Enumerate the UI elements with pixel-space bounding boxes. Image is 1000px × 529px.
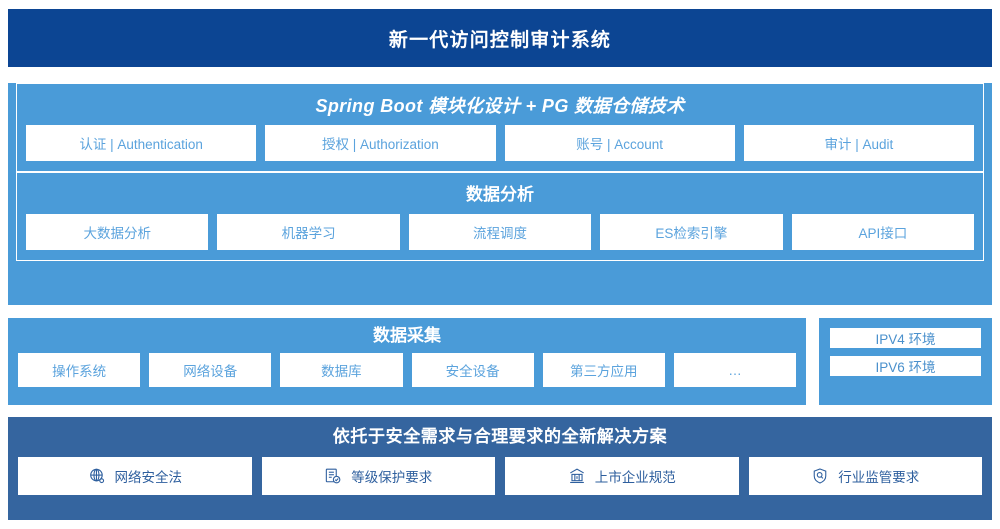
compliance-card-industry-supervision[interactable]: 行业监管要求 <box>748 457 982 495</box>
analysis-card-label: ES检索引擎 <box>655 226 728 241</box>
collection-card-label: 数据库 <box>321 364 362 379</box>
module-card-label: 授权 | Authorization <box>321 137 439 152</box>
collection-card-operating-system[interactable]: 操作系统 <box>18 353 141 387</box>
data-collection-panel: 数据采集 操作系统 网络设备 数据库 安全设备 第三方应用 … <box>8 318 806 405</box>
solution-title: 依托于安全需求与合理要求的全新解决方案 <box>332 427 668 446</box>
analysis-card-process-scheduling[interactable]: 流程调度 <box>408 214 592 250</box>
spring-boot-group: Spring Boot 模块化设计 + PG 数据仓储技术 认证 | Authe… <box>16 83 984 172</box>
collection-card-third-party-app[interactable]: 第三方应用 <box>542 353 665 387</box>
page-header: 新一代访问控制审计系统 <box>8 9 992 67</box>
compliance-card-label: 网络安全法 <box>114 470 183 485</box>
analysis-card-bigdata[interactable]: 大数据分析 <box>26 214 209 250</box>
environment-card-label: IPV6 环境 <box>875 360 936 375</box>
analysis-card-es-search-engine[interactable]: ES检索引擎 <box>600 214 783 250</box>
page-title: 新一代访问控制审计系统 <box>388 29 612 51</box>
data-analysis-group-title: 数据分析 <box>466 185 534 204</box>
solution-item-row: 网络安全法 等级保护要求 <box>8 457 992 495</box>
analysis-card-machine-learning[interactable]: 机器学习 <box>217 214 400 250</box>
compliance-card-listed-company-standard[interactable]: 上市企业规范 <box>505 457 739 495</box>
collection-card-more[interactable]: … <box>673 353 797 387</box>
analysis-card-label: 机器学习 <box>281 226 336 241</box>
compliance-card-classified-protection[interactable]: 等级保护要求 <box>261 457 495 495</box>
module-card-authentication[interactable]: 认证 | Authentication <box>26 125 257 161</box>
module-card-audit[interactable]: 审计 | Audit <box>743 125 974 161</box>
compliance-card-label: 行业监管要求 <box>838 470 920 485</box>
globe-icon <box>88 467 106 485</box>
data-collection-item-row: 操作系统 网络设备 数据库 安全设备 第三方应用 … <box>18 353 797 387</box>
ip-environment-panel: IPV4 环境 IPV6 环境 <box>819 318 992 405</box>
collection-card-label: 操作系统 <box>52 364 107 379</box>
module-card-label: 认证 | Authentication <box>79 137 203 152</box>
compliance-card-label: 等级保护要求 <box>351 470 433 485</box>
shield-search-icon <box>811 467 829 485</box>
data-analysis-item-row: 大数据分析 机器学习 流程调度 ES检索引擎 API接口 <box>26 214 975 250</box>
spring-boot-item-row: 认证 | Authentication 授权 | Authorization 账… <box>26 125 974 161</box>
spring-boot-group-title: Spring Boot 模块化设计 + PG 数据仓储技术 <box>315 96 685 116</box>
analysis-card-label: 大数据分析 <box>83 226 151 241</box>
analysis-card-label: 流程调度 <box>473 226 528 241</box>
architecture-panel: Spring Boot 模块化设计 + PG 数据仓储技术 认证 | Authe… <box>8 83 992 305</box>
module-card-label: 账号 | Account <box>576 137 664 152</box>
collection-card-network-device[interactable]: 网络设备 <box>149 353 272 387</box>
data-analysis-group: 数据分析 大数据分析 机器学习 流程调度 ES检索引擎 API接口 <box>16 172 984 261</box>
compliance-card-label: 上市企业规范 <box>594 470 676 485</box>
collection-card-label: 安全设备 <box>445 364 500 379</box>
collection-card-database[interactable]: 数据库 <box>280 353 403 387</box>
module-card-label: 审计 | Audit <box>824 137 894 152</box>
environment-card-ipv6[interactable]: IPV6 环境 <box>830 356 981 376</box>
compliance-card-cybersecurity-law[interactable]: 网络安全法 <box>18 457 252 495</box>
collection-card-label: … <box>728 362 742 378</box>
data-collection-group: 数据采集 操作系统 网络设备 数据库 安全设备 第三方应用 … <box>8 318 806 397</box>
module-card-account[interactable]: 账号 | Account <box>504 125 735 161</box>
collection-card-label: 网络设备 <box>183 364 238 379</box>
collection-card-label: 第三方应用 <box>570 364 638 379</box>
bank-building-icon <box>568 467 586 485</box>
data-collection-title: 数据采集 <box>373 326 441 345</box>
ip-environment-stack: IPV4 环境 IPV6 环境 <box>819 318 992 386</box>
environment-card-ipv4[interactable]: IPV4 环境 <box>830 328 981 348</box>
environment-card-label: IPV4 环境 <box>875 332 936 347</box>
solution-panel: 依托于安全需求与合理要求的全新解决方案 网络安全法 <box>8 417 992 520</box>
document-check-icon <box>324 467 342 485</box>
analysis-card-api-interface[interactable]: API接口 <box>791 214 975 250</box>
module-card-authorization[interactable]: 授权 | Authorization <box>265 125 496 161</box>
collection-card-security-device[interactable]: 安全设备 <box>411 353 534 387</box>
analysis-card-label: API接口 <box>858 226 908 241</box>
